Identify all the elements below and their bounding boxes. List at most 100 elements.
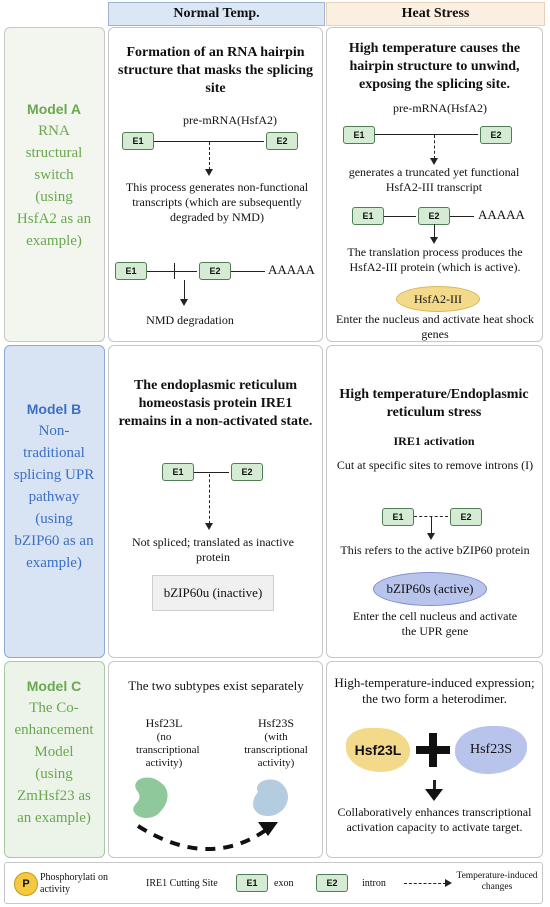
model-b-label: Model B Non- traditional splicing UPR pa…: [8, 398, 100, 574]
model-a-heat-text3: Enter the nucleus and activate heat shoc…: [336, 312, 534, 341]
model-a-heat-arrow-2: [434, 224, 435, 238]
model-c-normal-l-name: Hsf23L: [145, 716, 183, 730]
header-heat-stress: Heat Stress: [326, 2, 545, 26]
model-a-normal-nmd: NMD degradation: [146, 313, 234, 327]
model-a-heat-line-a: [384, 216, 416, 217]
model-b-normal-line: [194, 472, 229, 473]
model-a-title: Model A: [27, 101, 81, 117]
curved-dashed-arrow: [136, 824, 268, 852]
model-b-normal-text: Not spliced; translated as inactive prot…: [132, 535, 294, 564]
model-a-desc-1: RNA: [38, 123, 70, 139]
model-b-desc-6: bZIP60 as an: [14, 533, 94, 549]
model-c-normal-l-desc: (no transcriptional activity): [136, 731, 200, 769]
model-a-normal-cut: [174, 263, 175, 279]
hsf23s-blob: [253, 779, 289, 816]
legend-exon-label: exon: [274, 878, 294, 889]
model-a-desc-5: HsfA2 as an: [16, 211, 92, 227]
model-a-normal-premrna: pre-mRNA(HsfA2): [183, 113, 277, 127]
model-b-label-cell: [4, 345, 105, 658]
model-b-normal-arrow: [209, 474, 210, 524]
model-b-heat-exon1: E1: [382, 508, 414, 526]
model-c-heat-cell: [326, 661, 543, 858]
model-b-heat-protein: bZIP60s (active): [373, 572, 487, 606]
model-b-desc-1: Non-: [38, 423, 70, 439]
model-c-label-cell: [4, 661, 105, 858]
model-a-desc-6: example): [26, 233, 82, 249]
model-b-desc-2: traditional: [23, 445, 85, 461]
header-normal-temp: Normal Temp.: [108, 2, 325, 26]
model-b-desc-3: splicing UPR: [13, 467, 95, 483]
model-b-heat-arrowhead: [427, 533, 435, 540]
legend-phosphorylation-icon: P: [14, 872, 38, 896]
legend-dashed-arrowhead: [445, 879, 452, 887]
model-b-desc-4: pathway: [28, 489, 80, 505]
model-a-normal-text: This process generates non-functional tr…: [125, 180, 309, 224]
model-a-desc-2: structural: [25, 145, 83, 161]
legend-intron-icon: E2: [316, 874, 348, 892]
legend-exon-icon: E1: [236, 874, 268, 892]
model-b-heat-exon2: E2: [450, 508, 482, 526]
model-a-normal-arrow-1: [209, 142, 210, 170]
model-c-normal-s-name: Hsf23S: [257, 716, 294, 730]
model-c-desc-6: an example): [17, 810, 91, 826]
model-b-heat-sub: IRE1 activation: [393, 434, 475, 448]
model-a-heat-premrna: pre-mRNA(HsfA2): [393, 101, 487, 115]
model-a-normal-arrowhead-2: [180, 299, 188, 306]
model-a-normal-exon2: E2: [266, 132, 298, 150]
model-b-heat-title: High temperature/Endoplasmic reticulum s…: [339, 387, 529, 420]
model-a-desc-4: (using: [35, 189, 73, 205]
model-c-heat-hsf23s: Hsf23S: [455, 726, 527, 774]
legend-dashed-arrow: [404, 883, 446, 884]
model-a-heat-protein: HsfA2-III: [396, 286, 480, 312]
model-a-normal-intron-line: [154, 141, 264, 142]
model-a-heat-title: High temperature causes the hairpin stru…: [348, 41, 521, 92]
model-c-desc-5: ZmHsf23 as: [17, 788, 91, 804]
model-a-heat-exon1: E1: [343, 126, 375, 144]
model-a-heat-exon2: E2: [480, 126, 512, 144]
model-a-normal-polya: AAAAA: [268, 262, 315, 277]
legend-temp-label: Temperature-induced changes: [456, 871, 538, 892]
model-a-normal-arrow-2: [184, 280, 185, 300]
model-a-heat-cell: [326, 27, 543, 342]
curved-arrowhead: [258, 822, 278, 836]
model-b-heat-cut-line: [414, 516, 448, 517]
hsf23l-blob: [133, 777, 168, 818]
model-a-heat-arrowhead-1: [430, 158, 438, 165]
model-a-normal-line-b: [231, 271, 265, 272]
model-b-heat-arrow: [431, 517, 432, 534]
model-c-normal-title: The two subtypes exist separately: [128, 678, 304, 693]
model-a-heat-polya: AAAAA: [478, 207, 525, 222]
model-b-desc-5: (using: [35, 511, 73, 527]
model-c-normal-cell: [108, 661, 323, 858]
model-b-normal-exon1: E1: [162, 463, 194, 481]
model-a-label-cell: [4, 27, 105, 342]
model-c-heat-text: Collaboratively enhances transcriptional…: [337, 805, 532, 834]
model-b-normal-protein: bZIP60u (inactive): [152, 575, 274, 611]
model-c-label: Model C The Co- enhancement Model (using…: [8, 675, 100, 829]
model-b-desc-7: example): [26, 555, 82, 571]
model-c-desc-4: (using: [35, 766, 73, 782]
model-a-normal-arrowhead-1: [205, 169, 213, 176]
model-c-desc-1: The Co-: [29, 700, 79, 716]
model-a-heat-text2: The translation process produces the Hsf…: [347, 245, 523, 274]
model-c-heat-arrow: [433, 780, 436, 790]
model-a-normal-exon1: E1: [122, 132, 154, 150]
model-c-normal-graphic: [133, 777, 289, 852]
model-a-normal-line-a: [147, 271, 197, 272]
model-a-normal-exon2b: E2: [199, 262, 231, 280]
model-a-heat-line-b: [450, 216, 474, 217]
model-b-normal-exon2: E2: [231, 463, 263, 481]
model-b-heat-text: Cut at specific sites to remove introns …: [336, 458, 534, 472]
model-a-heat-text: generates a truncated yet functional Hsf…: [348, 165, 520, 194]
model-a-normal-cell: [108, 27, 323, 342]
model-b-heat-text3: Enter the cell nucleus and activate the …: [352, 609, 518, 638]
model-a-heat-arrow-1: [434, 135, 435, 159]
model-b-normal-title: The endoplasmic reticulum homeostasis pr…: [118, 378, 313, 429]
model-b-heat-text2: This refers to the active bZIP60 protein: [340, 543, 530, 557]
model-c-heat-hsf23l: Hsf23L: [346, 728, 410, 772]
model-a-desc-3: switch: [34, 167, 74, 183]
model-c-heat-title: High-temperature-induced expression; the…: [334, 675, 535, 706]
model-a-heat-arrowhead-2: [430, 237, 438, 244]
model-a-heat-intron-line: [375, 134, 478, 135]
legend-box: [4, 862, 543, 904]
